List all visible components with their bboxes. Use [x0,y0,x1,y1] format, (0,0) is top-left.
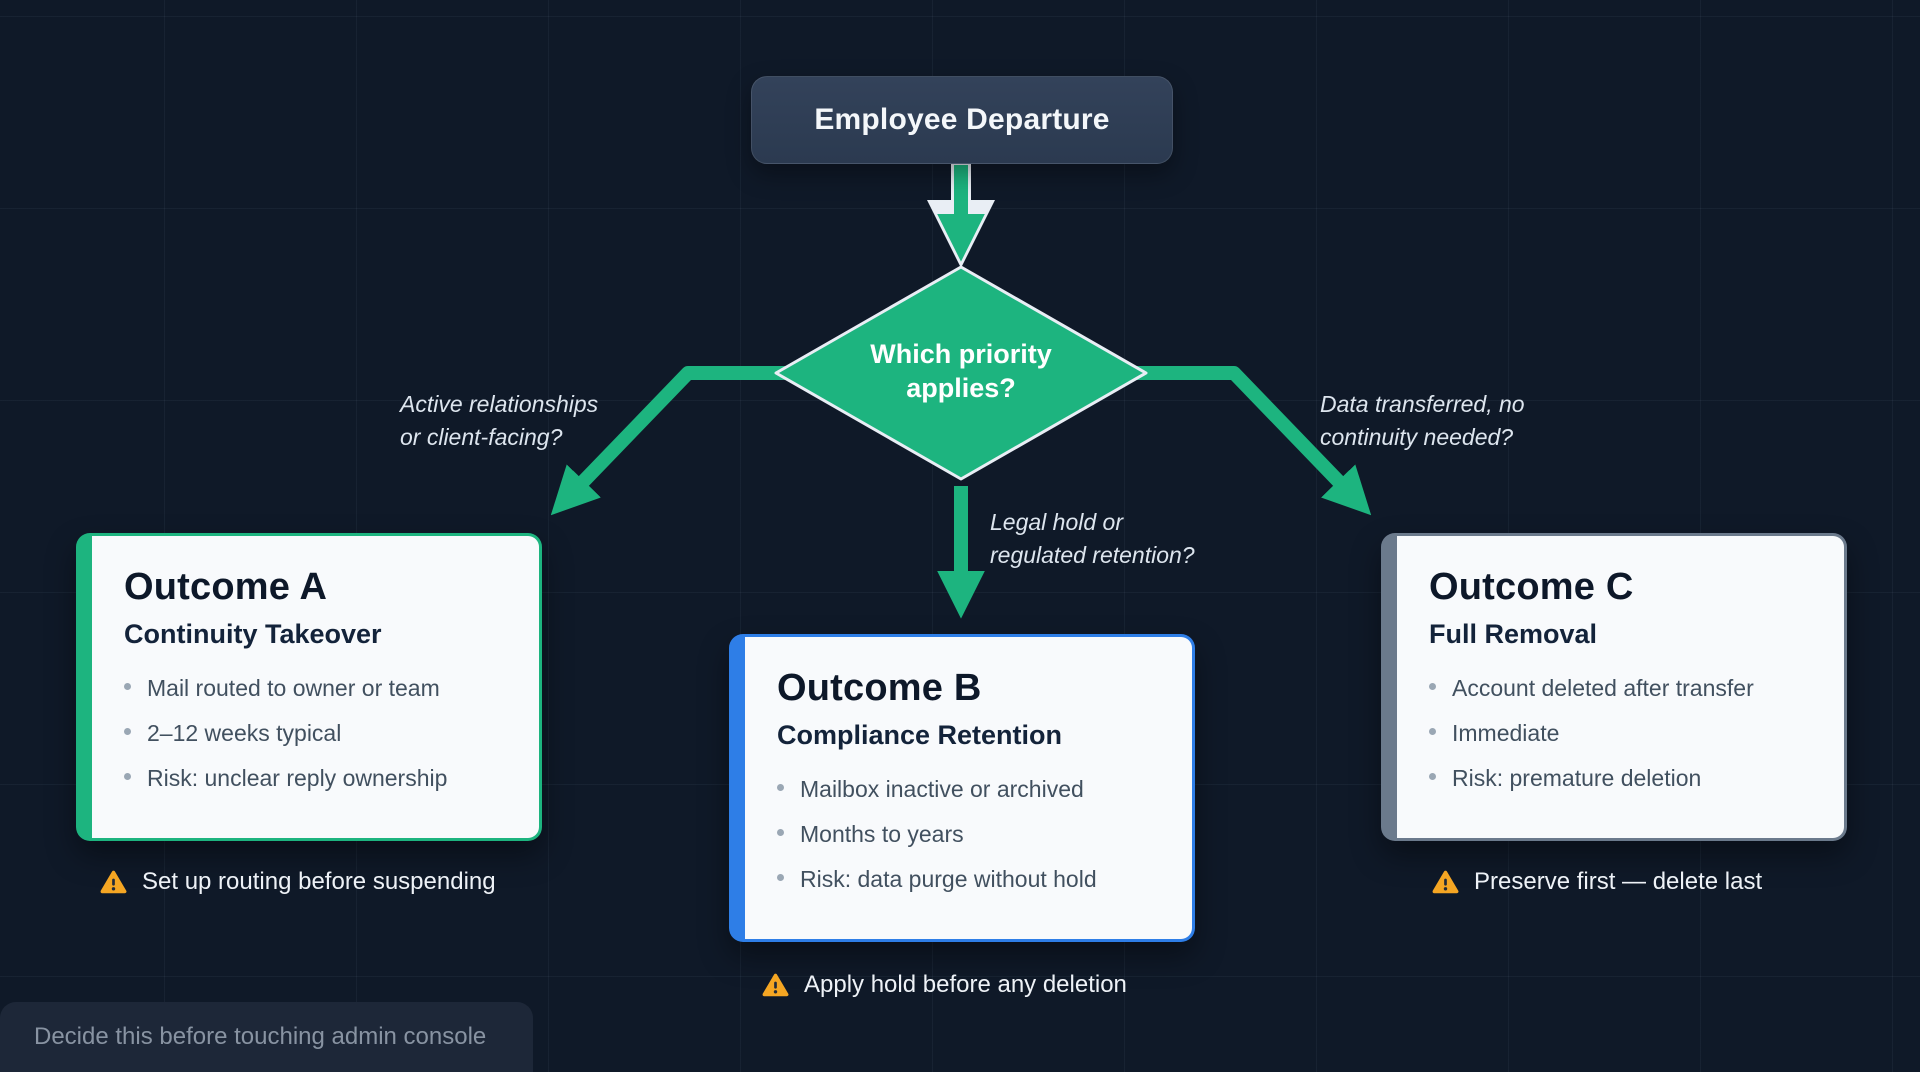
outcome-b-bullets: Mailbox inactive or archived Months to y… [777,775,1158,895]
outcome-c-title: Outcome C [1429,566,1634,608]
bullet-text: 2–12 weeks typical [147,719,342,746]
outcome-card-c: Outcome C Full Removal Account deleted a… [1381,533,1847,841]
list-item: Risk: data purge without hold [777,865,1158,895]
bullet-text: Risk: unclear reply ownership [147,764,448,791]
branch-label-left: Active relationships or client-facing? [400,391,599,450]
bullet-dot [777,828,784,836]
warning-note-b: Apply hold before any deletion [762,971,1127,999]
root-node-label: Employee Departure [814,103,1110,136]
warning-icon [100,870,127,893]
warning-note-a: Set up routing before suspending [100,868,496,896]
warning-text: Preserve first — delete last [1474,868,1763,895]
outcome-c-subtitle: Full Removal [1429,619,1598,649]
bullet-text: Mailbox inactive or archived [800,776,1084,802]
outcome-c-bullets: Account deleted after transfer Immediate… [1429,674,1810,794]
arrow-decision-to-outcome-c [1116,366,1372,516]
list-item: Risk: unclear reply ownership [124,764,505,794]
outcome-a-subtitle: Continuity Takeover [124,619,382,649]
bullet-text: Immediate [1452,719,1560,746]
bullet-text: Mail routed to owner or team [147,675,440,701]
warning-icon [762,973,789,996]
bullet-text: Risk: data purge without hold [800,865,1097,892]
bullet-dot [1429,772,1436,780]
list-item: Immediate [1429,719,1810,749]
bullet-text: Months to years [800,820,964,847]
bullet-dot [777,873,784,881]
decision-node-label: Which priority applies? [870,339,1052,403]
bullet-dot [124,727,131,735]
warning-icon [1432,870,1459,893]
root-node: Employee Departure [751,76,1173,164]
branch-label-middle: Legal hold or regulated retention? [990,509,1195,568]
outcome-card-b: Outcome B Compliance Retention Mailbox i… [729,634,1195,942]
outcome-card-a: Outcome A Continuity Takeover Mail route… [76,533,542,841]
footnote-banner: Decide this before touching admin consol… [0,1002,533,1072]
warning-note-c: Preserve first — delete last [1432,868,1762,896]
list-item: Account deleted after transfer [1429,674,1810,704]
warning-text: Set up routing before suspending [142,868,496,895]
footnote-text: Decide this before touching admin consol… [34,1023,487,1050]
list-item: Risk: premature deletion [1429,764,1810,794]
list-item: Months to years [777,820,1158,850]
arrow-decision-to-outcome-a [550,366,806,516]
bullet-text: Risk: premature deletion [1452,764,1702,791]
bullet-dot [124,683,131,690]
list-item: Mailbox inactive or archived [777,775,1158,805]
branch-label-right: Data transferred, no continuity needed? [1320,391,1525,450]
warning-text: Apply hold before any deletion [804,971,1127,998]
outcome-a-title: Outcome A [124,566,328,608]
list-item: 2–12 weeks typical [124,719,505,749]
outcome-b-subtitle: Compliance Retention [777,720,1063,750]
outcome-a-bullets: Mail routed to owner or team 2–12 weeks … [124,674,505,794]
bullet-dot [777,784,784,791]
bullet-dot [124,772,131,780]
bullet-dot [1429,727,1436,735]
bullet-text: Account deleted after transfer [1452,675,1754,701]
bullet-dot [1429,683,1436,690]
list-item: Mail routed to owner or team [124,674,505,704]
outcome-b-title: Outcome B [777,667,982,709]
